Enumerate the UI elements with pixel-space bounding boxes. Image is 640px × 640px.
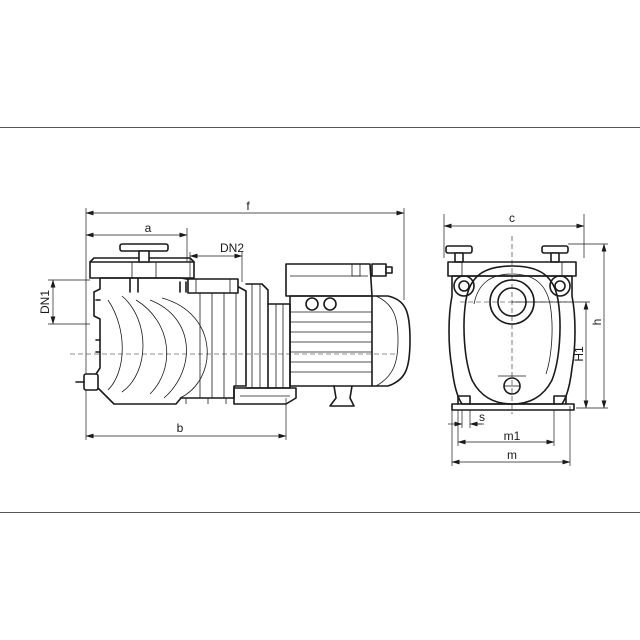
dim-a-label: a bbox=[145, 221, 152, 235]
base-plate bbox=[233, 387, 297, 405]
dim-m1-label: m1 bbox=[504, 429, 521, 443]
front-lid-knob-left bbox=[445, 245, 473, 254]
dim-b-label: b bbox=[177, 421, 184, 435]
lid-knob bbox=[119, 243, 169, 252]
dim-dn2-label: DN2 bbox=[220, 241, 244, 255]
outlet-nozzle bbox=[187, 278, 239, 294]
side-view: f a DN2 DN1 b bbox=[38, 199, 411, 440]
dim-dn1-label: DN1 bbox=[38, 290, 52, 314]
dim-f-label: f bbox=[246, 199, 250, 213]
dim-s-label: s bbox=[479, 410, 485, 424]
strainer-housing bbox=[93, 277, 247, 405]
lid-band bbox=[89, 261, 195, 279]
front-lid-knob-right bbox=[541, 245, 569, 254]
cable-gland bbox=[371, 263, 387, 277]
terminal-box bbox=[285, 263, 373, 297]
motor-flange bbox=[245, 283, 269, 389]
dim-h-label: h bbox=[590, 319, 604, 326]
dim-m-label: m bbox=[507, 448, 517, 462]
capacitor-cap-right bbox=[323, 297, 337, 311]
dim-h1-label: H1 bbox=[572, 346, 586, 362]
motor-fan-cover bbox=[371, 295, 411, 387]
front-outlet-bore-inner bbox=[497, 287, 527, 317]
front-outlet-bore-outer bbox=[489, 279, 535, 325]
front-view: c h H1 s m1 m bbox=[443, 211, 608, 466]
drain-plug bbox=[83, 373, 99, 391]
dim-c-label: c bbox=[509, 211, 515, 225]
capacitor-cap-left bbox=[305, 297, 319, 311]
front-foot bbox=[451, 403, 575, 411]
motor-foot bbox=[329, 385, 355, 407]
